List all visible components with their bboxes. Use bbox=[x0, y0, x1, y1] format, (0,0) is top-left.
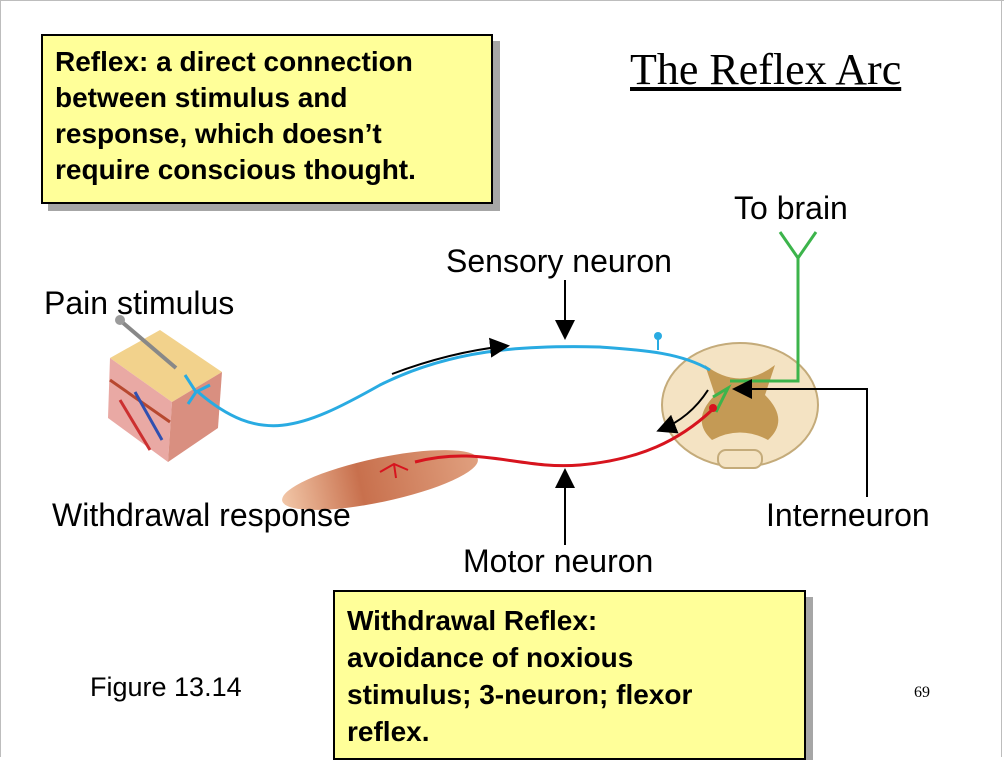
withdrawal-line: avoidance of noxious bbox=[347, 639, 792, 676]
sensory-neuron-path bbox=[198, 347, 710, 426]
withdrawal-line: Withdrawal Reflex: bbox=[347, 602, 792, 639]
to-brain-label: To brain bbox=[734, 190, 848, 227]
withdrawal-line: reflex. bbox=[347, 713, 792, 750]
motor-soma-icon bbox=[709, 404, 717, 412]
motor-neuron-label: Motor neuron bbox=[463, 543, 653, 580]
withdrawal-reflex-box: Withdrawal Reflex: avoidance of noxious … bbox=[333, 590, 806, 760]
interneuron-label: Interneuron bbox=[766, 497, 930, 534]
spinal-cord-icon bbox=[662, 343, 818, 468]
sensory-neuron-label: Sensory neuron bbox=[446, 243, 672, 280]
withdrawal-response-label: Withdrawal response bbox=[52, 497, 351, 534]
withdrawal-line: stimulus; 3-neuron; flexor bbox=[347, 676, 792, 713]
figure-label: Figure 13.14 bbox=[90, 672, 242, 703]
ganglion-icon bbox=[654, 332, 662, 340]
page-number: 69 bbox=[914, 684, 930, 702]
pain-stimulus-label: Pain stimulus bbox=[44, 285, 234, 322]
